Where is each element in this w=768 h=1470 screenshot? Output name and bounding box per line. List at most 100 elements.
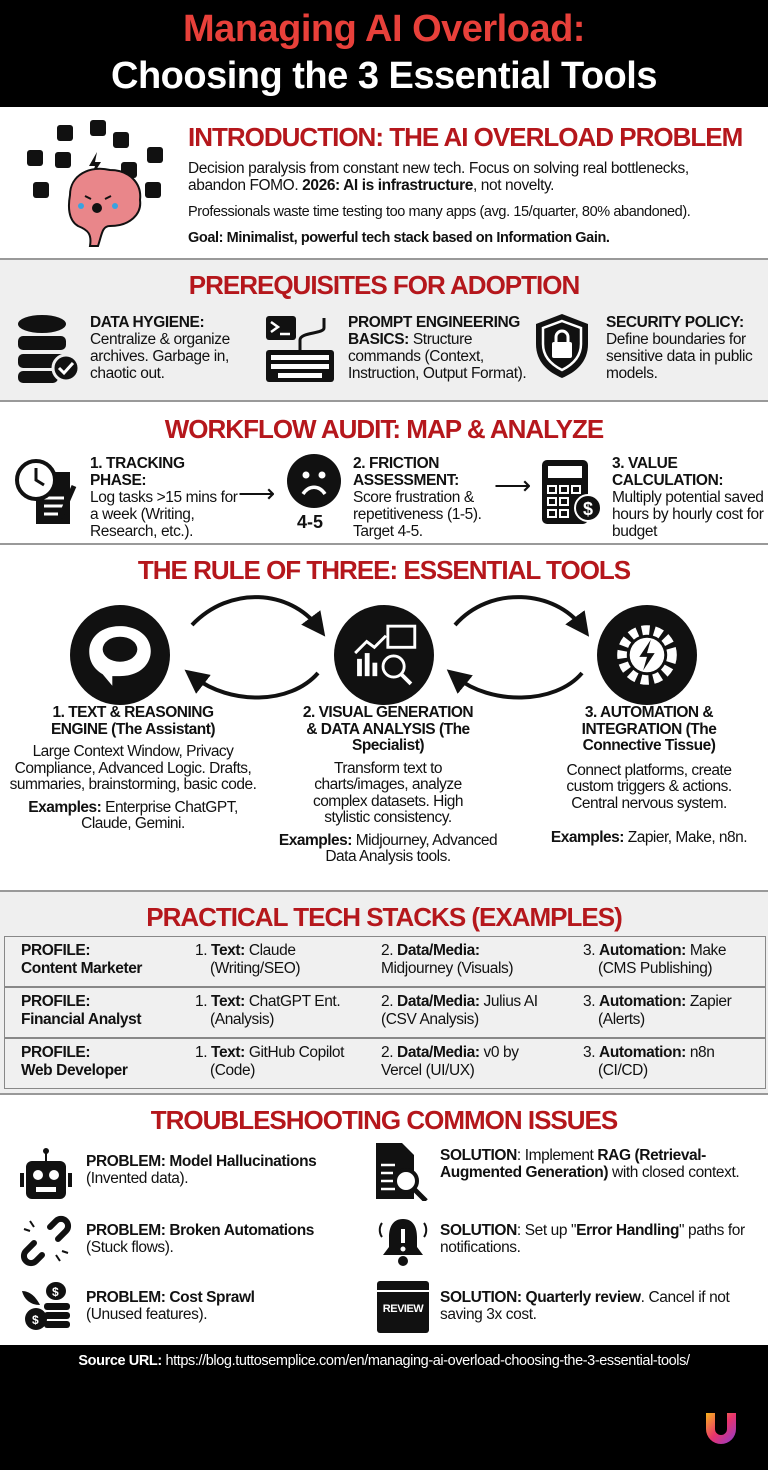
- problem-title: PROBLEM: Broken Automations: [86, 1222, 315, 1239]
- title-line-2: Choosing the 3 Essential Tools: [111, 55, 657, 97]
- audit-text: Multiply potential saved hours by hourly…: [612, 489, 764, 540]
- stack-row: PROFILE:Financial Analyst 1. Text: ChatGP…: [4, 987, 766, 1038]
- item-detail: (CMS Publishing): [598, 960, 713, 977]
- item-detail: Midjourney (Visuals): [381, 960, 514, 977]
- stack-c3: 3. Automation: Make(CMS Publishing): [583, 942, 727, 978]
- prereq-text: Structure commands (Context, Instruction…: [348, 331, 527, 382]
- item-number: 1.: [195, 993, 212, 1010]
- stack-profile: PROFILE:Web Developer: [21, 1044, 128, 1080]
- solution-label: SOLUTION: [440, 1147, 517, 1164]
- intro-section: INTRODUCTION: THE AI OVERLOAD PROBLEM De…: [0, 110, 768, 260]
- document-search-icon: [376, 1143, 428, 1201]
- item-detail: (Code): [210, 1062, 255, 1079]
- stack-profile: PROFILE:Financial Analyst: [21, 993, 142, 1029]
- title-banner: Managing AI Overload: Choosing the 3 Ess…: [0, 0, 768, 110]
- intro-heading: INTRODUCTION: THE AI OVERLOAD PROBLEM: [188, 122, 743, 152]
- item-label: Data/Media:: [397, 993, 480, 1010]
- tech-stacks-heading: PRACTICAL TECH STACKS (EXAMPLES): [146, 902, 623, 932]
- profile-name: Web Developer: [21, 1062, 128, 1079]
- stack-c3: 3. Automation: Zapier(Alerts): [583, 993, 732, 1029]
- tool-description: Transform text to charts/images, analyze…: [312, 759, 464, 826]
- tool-text-reasoning: 1. TEXT & REASONING ENGINE (The Assistan…: [0, 704, 266, 833]
- item-value: GitHub Copilot: [244, 1044, 345, 1061]
- problem-cost-sprawl: PROBLEM: Cost Sprawl(Unused features).: [86, 1289, 356, 1323]
- stack-c1: 1. Text: Claude(Writing/SEO): [195, 942, 301, 978]
- examples-label: Examples:: [550, 829, 625, 846]
- arrow-right-icon: [453, 595, 590, 637]
- examples-label: Examples:: [278, 831, 353, 849]
- item-value: Zapier: [685, 993, 732, 1010]
- item-label: Text:: [211, 942, 245, 959]
- prereq-title: DATA HYGIENE:: [90, 314, 205, 331]
- audit-title: 2. FRICTION ASSESSMENT:: [353, 455, 459, 489]
- solution-rag: SOLUTION: Implement RAG (Retrieval-Augme…: [440, 1147, 760, 1181]
- profile-label: PROFILE:: [21, 942, 91, 959]
- tool-title: 1. TEXT & REASONING ENGINE (The Assistan…: [50, 704, 216, 738]
- arrow-right-icon: [190, 595, 326, 637]
- solution-text: : Implement: [516, 1147, 598, 1164]
- footer: Source URL: https://blog.tuttosemplice.c…: [0, 1345, 768, 1470]
- stack-c1: 1. Text: GitHub Copilot(Code): [195, 1044, 344, 1080]
- tool-automation: 3. AUTOMATION & INTEGRATION (The Connect…: [530, 704, 768, 847]
- prereq-data-hygiene: DATA HYGIENE:Centralize & organize archi…: [90, 314, 250, 382]
- tool-examples: Examples: Enterprise ChatGPT, Claude, Ge…: [0, 798, 266, 833]
- calculator-dollar-icon: $: [542, 460, 602, 524]
- chart-image-magnifier-icon: [334, 605, 434, 705]
- intro-highlight: 2026: AI is infrastructure: [302, 177, 473, 194]
- audit-title: 1. TRACKING PHASE:: [90, 455, 185, 489]
- intro-paragraph-1: Decision paralysis from constant new tec…: [188, 160, 748, 194]
- source-link[interactable]: https://blog.tuttosemplice.com/en/managi…: [161, 1353, 690, 1369]
- arrow-left-icon: [446, 669, 584, 700]
- item-number: 2.: [381, 993, 398, 1010]
- terminal-keyboard-icon: [266, 316, 334, 382]
- title-line-1: Managing AI Overload:: [183, 8, 585, 50]
- troubleshooting-heading: TROUBLESHOOTING COMMON ISSUES: [150, 1105, 618, 1135]
- problem-hallucinations: PROBLEM: Model Hallucinations(Invented d…: [86, 1153, 356, 1187]
- prereq-text: Define boundaries for sensitive data in …: [606, 331, 753, 382]
- item-label: Text:: [211, 993, 245, 1010]
- prerequisites-section: PREREQUISITES FOR ADOPTION DATA HYGIENE:…: [0, 260, 768, 402]
- review-calendar-icon: REVIEW: [377, 1281, 429, 1333]
- solution-highlight: RAG (Retrieval-Augmented Generation): [440, 1147, 706, 1181]
- item-value: Make: [685, 942, 727, 959]
- solution-highlight: Error Handling: [576, 1222, 680, 1239]
- item-detail: (CSV Analysis): [381, 1011, 479, 1028]
- overwhelmed-brain-icon: [27, 120, 163, 247]
- item-number: 3.: [583, 942, 600, 959]
- arrow-left-icon: [184, 669, 320, 700]
- svg-text:$: $: [52, 1285, 59, 1299]
- audit-tracking-phase: 1. TRACKING PHASE:Log tasks >15 mins for…: [90, 455, 240, 540]
- cycle-arrows: [184, 595, 590, 700]
- item-value: ChatGPT Ent.: [244, 993, 341, 1010]
- audit-value-calculation: 3. VALUE CALCULATION:Multiply potential …: [612, 455, 768, 540]
- prereq-security-policy: SECURITY POLICY:Define boundaries for se…: [606, 314, 766, 382]
- solution-label: SOLUTION: Quarterly review: [440, 1289, 641, 1306]
- arrow-icon: ⟶: [238, 478, 276, 508]
- item-number: 3.: [583, 1044, 600, 1061]
- solution-text: : Set up ": [516, 1222, 577, 1239]
- tool-description: Large Context Window, Privacy Compliance…: [9, 743, 257, 793]
- source-url: Source URL: https://blog.tuttosemplice.c…: [0, 1353, 768, 1369]
- tool-visual-data: 2. VISUAL GENERATION & DATA ANALYSIS (Th…: [268, 704, 508, 866]
- database-check-icon: [18, 315, 80, 383]
- item-number: 1.: [195, 1044, 212, 1061]
- solution-error-handling: SOLUTION: Set up "Error Handling" paths …: [440, 1222, 760, 1256]
- shield-lock-icon: [536, 314, 588, 378]
- tech-stacks-section: PRACTICAL TECH STACKS (EXAMPLES) PROFILE…: [0, 892, 768, 1095]
- profile-name: Financial Analyst: [21, 1011, 142, 1028]
- solution-quarterly-review: SOLUTION: Quarterly review. Cancel if no…: [440, 1289, 760, 1323]
- flying-coins-icon: $$: [22, 1282, 70, 1330]
- examples-value: Enterprise ChatGPT, Claude, Gemini.: [81, 798, 238, 832]
- problem-text: (Stuck flows).: [86, 1239, 174, 1256]
- broken-link-icon: [20, 1215, 72, 1267]
- prereq-text: Centralize & organize archives. Garbage …: [90, 331, 230, 382]
- alert-bell-icon: [378, 1219, 428, 1266]
- solution-text: with closed context.: [608, 1164, 740, 1181]
- brain-chat-icon: [70, 605, 170, 705]
- rule-of-three-section: THE RULE OF THREE: ESSENTIAL TOOLS 1. TE…: [0, 545, 768, 892]
- clock-notepad-icon: [15, 459, 77, 524]
- tool-title: 3. AUTOMATION & INTEGRATION (The Connect…: [581, 704, 717, 754]
- sad-face-icon: [287, 454, 341, 508]
- source-label: Source URL:: [78, 1353, 162, 1369]
